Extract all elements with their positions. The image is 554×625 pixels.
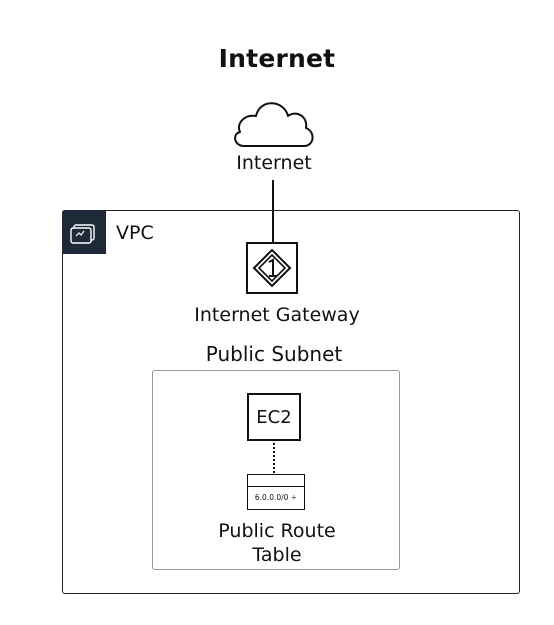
ec2-node: EC2 [247,393,301,441]
ec2-to-route-table-connector [273,443,275,473]
route-table-label: Public Route Table [0,519,554,567]
internet-gateway-label: Internet Gateway [194,304,360,326]
public-subnet-label: Public Subnet [205,342,343,366]
route-table-node: 6.0.0.0/0 ÷ [247,474,305,510]
vpc-badge [62,210,106,254]
internet-gateway-icon [252,248,292,288]
internet-gateway-node [246,242,298,294]
ec2-label: EC2 [256,406,292,428]
route-table-label-line2: Table [252,544,302,566]
route-table-cidr: 6.0.0.0/0 ÷ [254,493,298,502]
diagram-title: Internet [218,44,336,73]
public-subnet-boundary [152,370,400,570]
vpc-label: VPC [116,222,154,244]
route-table-label-line1: Public Route [218,520,336,542]
cloud-icon [234,102,314,147]
vpc-boundary [62,210,520,594]
route-table-header [248,475,304,487]
internet-label: Internet [236,152,312,174]
internet-to-gateway-connector [272,180,274,242]
vpc-icon [70,224,95,244]
